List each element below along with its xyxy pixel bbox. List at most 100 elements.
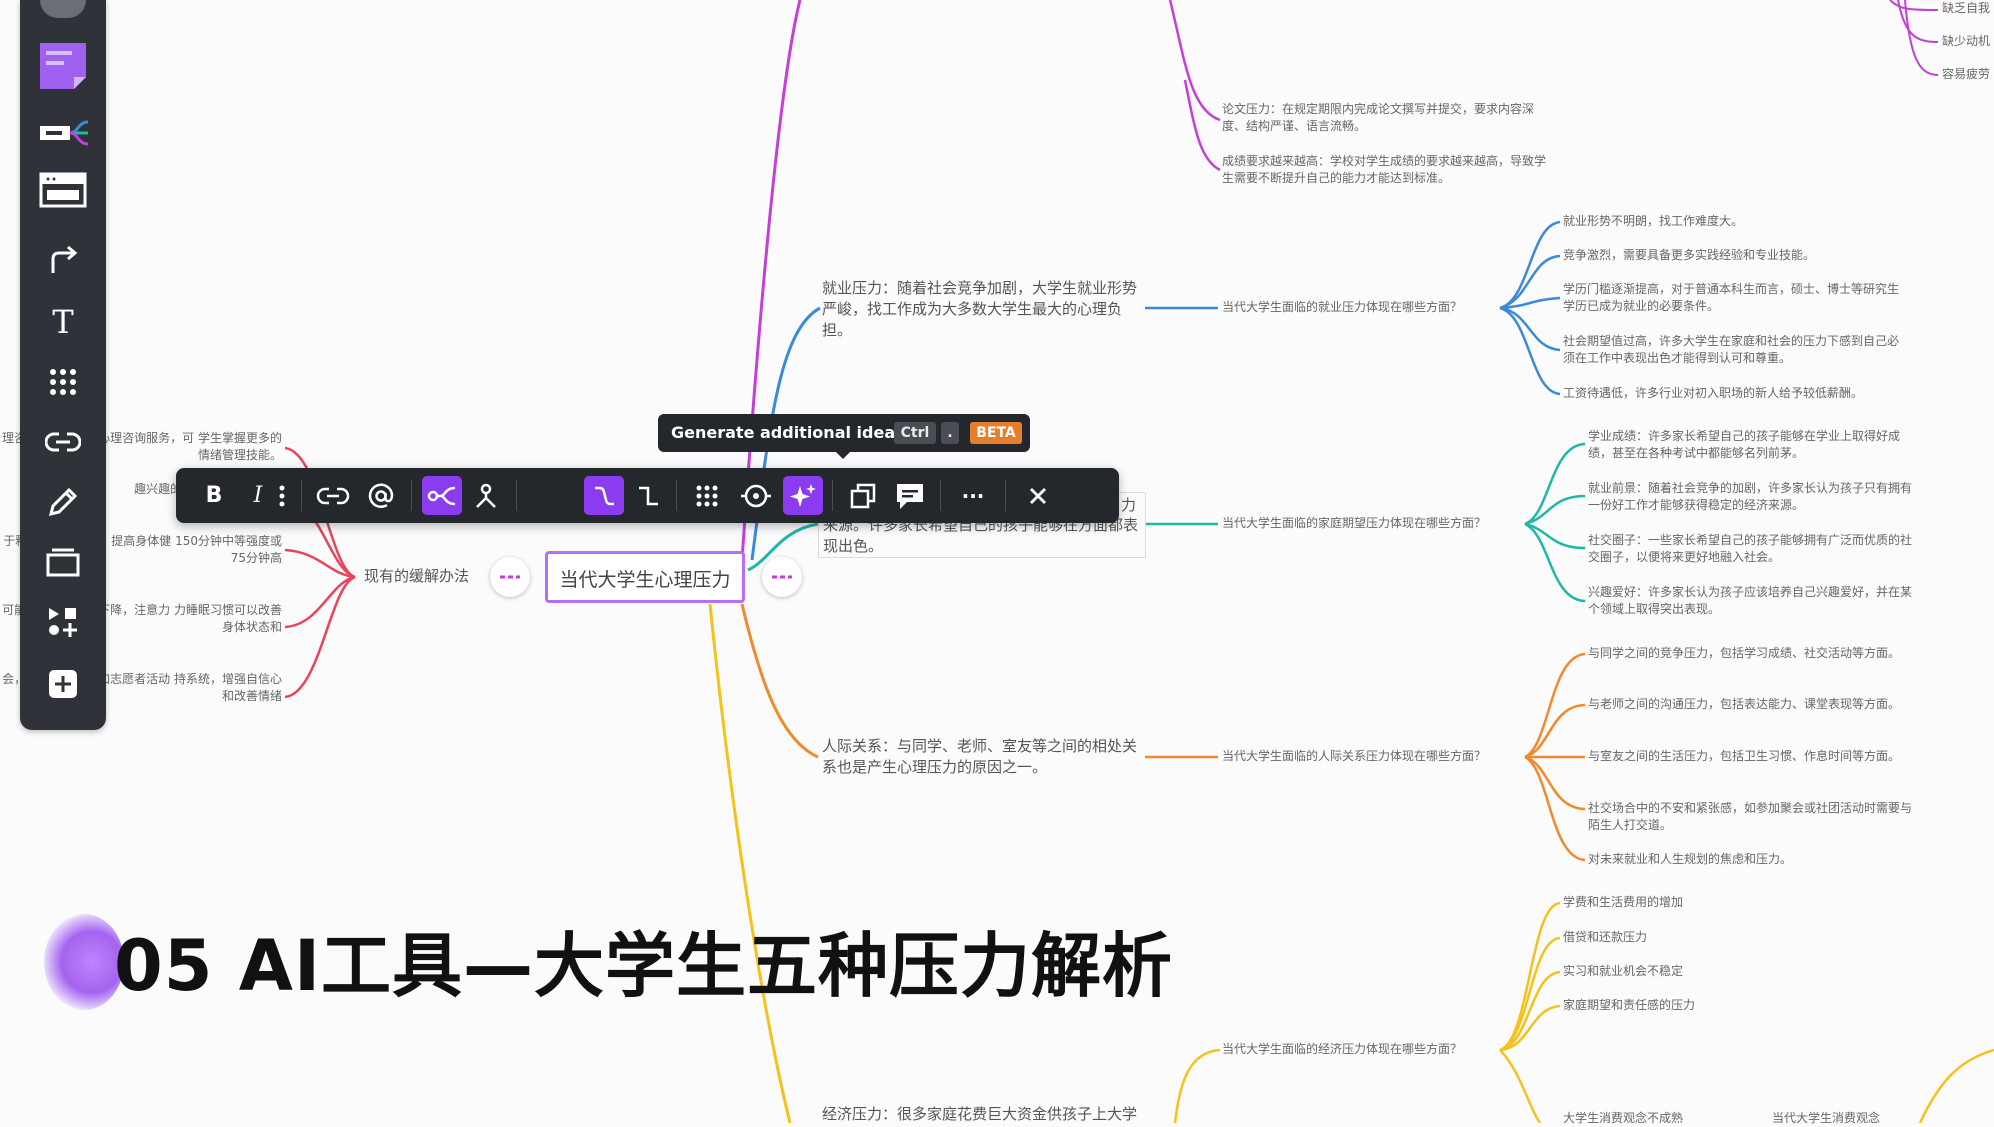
- curved-connector-button[interactable]: [584, 476, 624, 515]
- relations-leaf[interactable]: 社交场合中的不安和紧张感，如参加聚会或社团活动时需要与陌生人打交道。: [1588, 801, 1913, 832]
- red-leaf: [284, 575, 356, 629]
- sparkle-ai-icon: [790, 483, 816, 507]
- toolbar-divider: [301, 480, 302, 511]
- grid-icon: [696, 485, 718, 506]
- purple-sub-line: [1168, 0, 1221, 122]
- frame-outline-tool[interactable]: [38, 540, 88, 584]
- economic-extra[interactable]: 当代大学生消费观念: [1772, 1111, 1881, 1125]
- family-leaf[interactable]: 学业成绩：许多家长希望自己的孩子能够在学业上取得好成绩，甚至在各种考试中都能够名…: [1588, 429, 1901, 460]
- pen-tool[interactable]: [38, 480, 88, 524]
- elbow-connector-icon: [639, 486, 658, 505]
- yellow-q-line: [1173, 1048, 1221, 1123]
- grid-tool[interactable]: [38, 360, 88, 404]
- branch-style-button[interactable]: [422, 476, 462, 515]
- relations-leaf[interactable]: 与室友之间的生活压力，包括卫生习惯、作息时间等方面。: [1588, 749, 1901, 763]
- blue-leaf: [1499, 306, 1561, 396]
- economic-branch-text[interactable]: 经济压力：很多家庭花费巨大资金供孩子上大学: [822, 1105, 1138, 1123]
- frame-tool[interactable]: [38, 168, 88, 212]
- economic-leaf[interactable]: 学费和生活费用的增加: [1563, 895, 1684, 909]
- central-topic-node[interactable]: 当代大学生心理压力: [545, 551, 745, 603]
- employment-branch-text[interactable]: 就业压力：随着社会竞争加剧，大学生就业形势严峻，找工作成为大多数大学生最大的心理…: [822, 279, 1138, 339]
- elbow-connector-button[interactable]: [628, 476, 668, 515]
- mention-button[interactable]: [361, 476, 401, 515]
- focus-button[interactable]: [736, 476, 776, 515]
- sticky-note-icon: [40, 43, 86, 89]
- relations-branch-text[interactable]: 人际关系：与同学、老师、室友等之间的相处关系也是产生心理压力的原因之一。: [822, 737, 1138, 776]
- blue-leaf: [1499, 220, 1561, 310]
- dash-icon: [500, 575, 520, 579]
- shapes-tool[interactable]: [38, 600, 88, 644]
- economic-leaf[interactable]: 家庭期望和责任感的压力: [1563, 998, 1696, 1012]
- duplicate-button[interactable]: [843, 476, 883, 515]
- yellow-leaf: [1499, 936, 1561, 1052]
- bold-button[interactable]: B: [194, 476, 234, 515]
- yellow-leaf: [1499, 1004, 1561, 1052]
- yellow-branch-line: [708, 603, 792, 1123]
- corner-leaf-text[interactable]: 容易疲劳: [1942, 67, 1991, 81]
- economic-question[interactable]: 当代大学生面临的经济压力体现在哪些方面？: [1222, 1042, 1463, 1056]
- collapse-right-handle[interactable]: [762, 557, 802, 597]
- economic-leaf[interactable]: 大学生消费观念不成熟: [1563, 1111, 1684, 1125]
- text-tool[interactable]: T: [38, 300, 88, 344]
- generate-ideas-button[interactable]: [783, 476, 823, 515]
- relations-leaf[interactable]: 与同学之间的竞争压力，包括学习成绩、社交活动等方面。: [1588, 646, 1901, 660]
- economic-leaf[interactable]: 实习和就业机会不稳定: [1563, 964, 1684, 978]
- yellow-leaf: [1499, 970, 1561, 1052]
- economic-leaf[interactable]: 借贷和还款压力: [1563, 930, 1648, 944]
- beta-badge: BETA: [970, 422, 1022, 444]
- tree-layout-icon: [476, 483, 496, 508]
- more-horizontal-icon: ···: [961, 483, 985, 508]
- relations-leaf[interactable]: 对未来就业和人生规划的焦虑和压力。: [1588, 852, 1793, 866]
- collapse-left-handle[interactable]: [490, 557, 530, 597]
- mindmap-tool[interactable]: [38, 111, 88, 155]
- employment-leaf[interactable]: 就业形势不明朗，找工作难度大。: [1563, 214, 1744, 228]
- employment-leaf[interactable]: 工资待遇低，许多行业对初入职场的新人给予较低薪酬。: [1563, 386, 1864, 400]
- family-leaf[interactable]: 就业前景：随着社会竞争的加剧，许多家长认为孩子只有拥有一份好工作才能够获得稳定的…: [1588, 481, 1913, 512]
- corner-leaf-text[interactable]: 缺少动机: [1942, 34, 1991, 48]
- add-tool[interactable]: [38, 662, 88, 706]
- branch-style-icon: [427, 486, 456, 505]
- connector-tool[interactable]: [38, 238, 88, 282]
- toolbar-handle[interactable]: [40, 0, 86, 18]
- text-options-button[interactable]: [272, 476, 292, 515]
- grid-button[interactable]: [687, 476, 727, 515]
- family-leaf[interactable]: 兴趣爱好：许多家长认为孩子应该培养自己兴趣爱好，并在某个领域上取得突出表现。: [1588, 585, 1913, 616]
- purple-leaf-text[interactable]: 论文压力：在规定期限内完成论文撰写并提交，要求内容深度、结构严谨、语言流畅。: [1222, 102, 1535, 133]
- frame-outline-icon: [46, 548, 80, 577]
- comment-button[interactable]: [890, 476, 930, 515]
- target-icon: [741, 484, 771, 507]
- floating-toolbar: B I ···: [176, 468, 1119, 523]
- family-question[interactable]: 当代大学生面临的家庭期望压力体现在哪些方面？: [1222, 516, 1487, 530]
- corner-leaf-text[interactable]: 缺乏自我: [1942, 1, 1991, 15]
- family-leaf[interactable]: 社交圈子：一些家长希望自己的孩子能够拥有广泛而优质的社交圈子，以便将来更好地融入…: [1588, 533, 1913, 564]
- left-toolbar: T: [20, 0, 106, 730]
- toolbar-divider: [676, 480, 677, 511]
- dash-icon: [772, 575, 792, 579]
- more-options-button[interactable]: ···: [953, 476, 993, 515]
- employment-leaf[interactable]: 竞争激烈，需要具备更多实践经验和专业技能。: [1563, 248, 1816, 262]
- employment-question[interactable]: 当代大学生面临的就业压力体现在哪些方面？: [1222, 300, 1463, 314]
- purple-corner-line: [1889, 0, 1939, 11]
- frame-icon: [39, 172, 87, 208]
- link-tool[interactable]: [38, 420, 88, 464]
- purple-corner-line: [1897, 0, 1939, 43]
- tree-layout-button[interactable]: [466, 476, 506, 515]
- close-toolbar-button[interactable]: [1018, 476, 1058, 515]
- teal-leaf: [1524, 442, 1586, 526]
- purple-branch-line: [740, 0, 802, 561]
- curved-connector-icon: [595, 486, 614, 505]
- relations-question[interactable]: 当代大学生面临的人际关系压力体现在哪些方面？: [1222, 749, 1487, 763]
- sticky-note-tool[interactable]: [38, 43, 88, 89]
- blue-leaf: [1499, 306, 1561, 352]
- tooltip-text: Generate additional ideas: [671, 423, 905, 442]
- employment-leaf[interactable]: 学历门槛逐渐提高，对于普通本科生而言，硕士、博士等研究生学历已成为就业的必要条件…: [1563, 282, 1900, 313]
- link-icon: [45, 432, 81, 452]
- relief-branch-label[interactable]: 现有的缓解办法: [364, 567, 470, 585]
- italic-button[interactable]: I: [238, 476, 278, 515]
- employment-leaf[interactable]: 社会期望值过高，许多大学生在家庭和社会的压力下感到自己必须在工作中表现出色才能得…: [1563, 334, 1900, 365]
- link-button[interactable]: [313, 476, 353, 515]
- relations-leaf[interactable]: 与老师之间的沟通压力，包括表达能力、课堂表现等方面。: [1588, 697, 1901, 711]
- purple-leaf-text[interactable]: 成绩要求越来越高：学校对学生成绩的要求越来越高，导致学生需要不断提升自己的能力才…: [1222, 154, 1547, 185]
